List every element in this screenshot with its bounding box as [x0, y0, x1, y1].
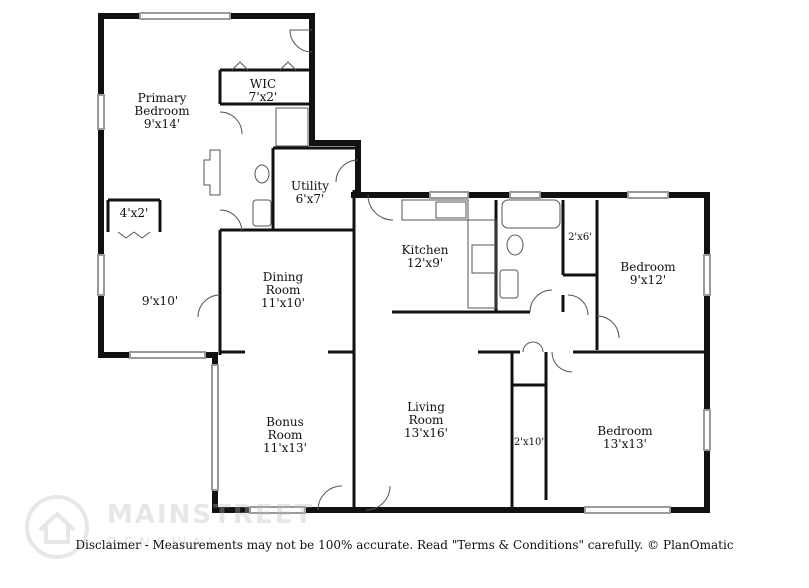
- room-area-9x10: 9'x10': [142, 295, 178, 308]
- doors: [117, 29, 620, 511]
- room-name: Bedroom: [597, 424, 653, 438]
- room-name: WIC: [249, 77, 277, 91]
- fixtures: [203, 107, 561, 309]
- room-dining: Dining Room 11'x10': [261, 271, 305, 310]
- room-dims: 9'x10': [141, 294, 179, 308]
- room-wic: WIC 7'x2': [249, 78, 278, 104]
- room-dims: 13'x16': [404, 426, 448, 440]
- room-name: Utility: [290, 179, 330, 193]
- room-name: Dining: [262, 270, 304, 284]
- room-name: Living: [407, 400, 445, 414]
- room-dims: 12'x9': [406, 256, 444, 270]
- room-dims: 11'x13': [263, 441, 307, 455]
- room-closet-2x10: 2'x10': [514, 437, 544, 448]
- room-name: Bonus: [266, 415, 304, 429]
- room-dims: 2'x6': [568, 232, 592, 243]
- room-dims: 11'x10': [261, 296, 305, 310]
- disclaimer-text: Disclaimer - Measurements may not be 100…: [75, 538, 734, 552]
- room-name: Kitchen: [401, 243, 449, 257]
- room-name: Primary: [137, 91, 187, 105]
- room-dims: 13'x13': [603, 437, 647, 451]
- interior-walls: [106, 68, 707, 510]
- windows: [97, 12, 711, 514]
- room-bedroom-1: Bedroom 9'x12': [620, 261, 675, 287]
- room-closet-2x6: 2'x6': [568, 232, 592, 243]
- room-primary-bedroom: Primary Bedroom 9'x14': [134, 92, 189, 131]
- room-kitchen: Kitchen 12'x9': [402, 244, 449, 270]
- room-closet-4x2: 4'x2': [120, 207, 149, 220]
- room-name: Bedroom: [134, 104, 190, 118]
- room-living: Living Room 13'x16': [404, 401, 448, 440]
- room-dims: 9'x14': [143, 117, 181, 131]
- room-dims: 2'x10': [513, 437, 545, 448]
- room-bedroom-2: Bedroom 13'x13': [597, 425, 652, 451]
- room-dims: 7'x2': [248, 90, 278, 104]
- room-name: Room: [267, 428, 303, 442]
- room-dims: 9'x12': [629, 273, 667, 287]
- room-name: Bedroom: [620, 260, 676, 274]
- room-name: Room: [265, 283, 301, 297]
- room-dims: 4'x2': [119, 206, 149, 220]
- room-utility: Utility 6'x7': [291, 180, 329, 206]
- room-name: Room: [408, 413, 444, 427]
- room-bonus: Bonus Room 11'x13': [263, 416, 307, 455]
- room-dims: 6'x7': [295, 192, 325, 206]
